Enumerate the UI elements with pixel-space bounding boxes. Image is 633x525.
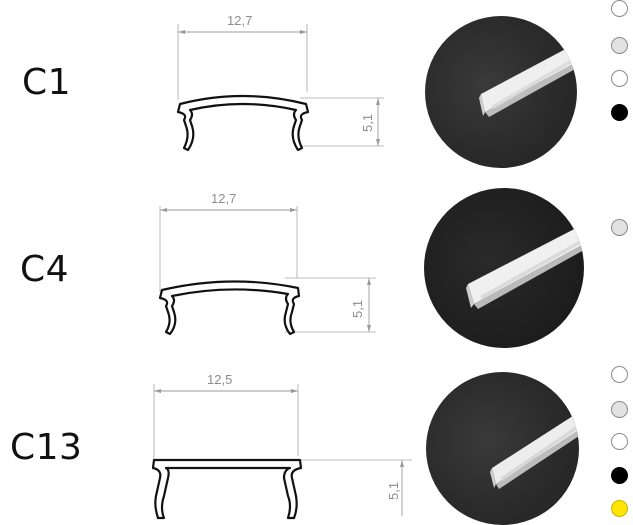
height-dimension-label: 5,1 [360,114,375,132]
color-swatch[interactable] [611,219,628,236]
product-row-c1: C1 12,7 5,1 [0,0,633,172]
product-photo [424,188,584,348]
product-row-c4: C4 12,7 5,1 [0,172,633,348]
color-swatch[interactable] [611,37,628,54]
color-swatch[interactable] [611,70,628,87]
width-dimension-label: 12,7 [211,191,236,206]
product-code: C4 [20,249,70,290]
color-swatch[interactable] [611,104,628,121]
color-swatch[interactable] [611,401,628,418]
product-code: C1 [22,62,72,103]
height-dimension-label: 5,1 [386,482,401,500]
height-dimension-label: 5,1 [350,300,365,318]
width-dimension-label: 12,7 [227,13,252,28]
product-code: C13 [10,427,83,468]
cross-section-drawing: 12,7 5,1 [176,13,384,152]
cross-section-drawing: 12,7 5,1 [158,191,376,336]
color-swatch[interactable] [611,0,628,17]
color-swatch[interactable] [611,433,628,450]
color-swatch[interactable] [611,366,628,383]
color-swatch[interactable] [611,467,628,484]
product-photo [426,372,579,525]
cross-section-drawing: 12,5 5,1 [151,372,412,520]
width-dimension-label: 12,5 [207,372,232,387]
color-swatch[interactable] [611,500,628,517]
product-row-c13: C13 12,5 5,1 [0,346,633,525]
product-photo [425,16,577,168]
